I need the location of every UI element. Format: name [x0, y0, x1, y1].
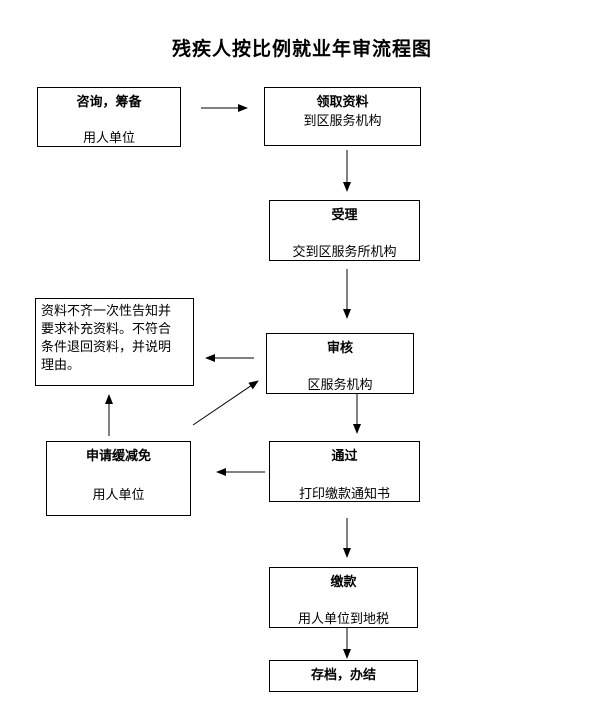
step-accept-title: 受理	[331, 208, 358, 223]
step-accept-sub: 交到区服务所机构	[292, 245, 397, 260]
step-collect-sub: 到区服务机构	[303, 114, 382, 129]
step-accept-box: 受理 交到区服务所机构	[269, 200, 420, 261]
step-pass-box: 通过 打印缴款通知书	[269, 441, 420, 502]
step-collect-title: 领取资料	[316, 95, 369, 110]
note-text: 资料不齐一次性告知并 要求补充资料。不符合 条件退回资料，并说明 理由。	[41, 303, 189, 375]
step-review-box: 审核 区服务机构	[266, 333, 414, 394]
step-pass-title: 通过	[331, 449, 358, 464]
step-reduce-sub: 用人单位	[92, 488, 145, 503]
step-consult-box: 咨询，筹备 用人单位	[37, 87, 181, 147]
arrow-reduce-to-review	[192, 380, 259, 426]
step-review-sub: 区服务机构	[307, 378, 373, 393]
note-box: 资料不齐一次性告知并 要求补充资料。不符合 条件退回资料，并说明 理由。	[35, 298, 194, 386]
step-consult-title: 咨询，筹备	[76, 95, 142, 110]
step-collect-box: 领取资料 到区服务机构	[264, 87, 421, 146]
step-reduce-title: 申请缓减免	[85, 449, 151, 464]
step-archive-box: 存档，办结	[269, 660, 418, 692]
page-title: 残疾人按比例就业年审流程图	[171, 38, 432, 60]
note-line-1: 资料不齐一次性告知并	[41, 304, 172, 319]
step-pay-sub: 用人单位到地税	[297, 612, 389, 627]
step-pay-box: 缴款 用人单位到地税	[269, 567, 418, 628]
step-archive-title: 存档，办结	[310, 668, 376, 683]
step-pass-sub: 打印缴款通知书	[298, 487, 390, 502]
step-review-title: 审核	[326, 341, 353, 356]
step-pay-title: 缴款	[330, 575, 357, 590]
note-line-3: 条件退回资料，并说明	[41, 340, 172, 355]
step-reduce-box: 申请缓减免 用人单位	[46, 441, 191, 516]
note-line-2: 要求补充资料。不符合	[41, 322, 172, 337]
note-line-4: 理由。	[41, 358, 81, 373]
step-consult-sub: 用人单位	[82, 131, 135, 146]
